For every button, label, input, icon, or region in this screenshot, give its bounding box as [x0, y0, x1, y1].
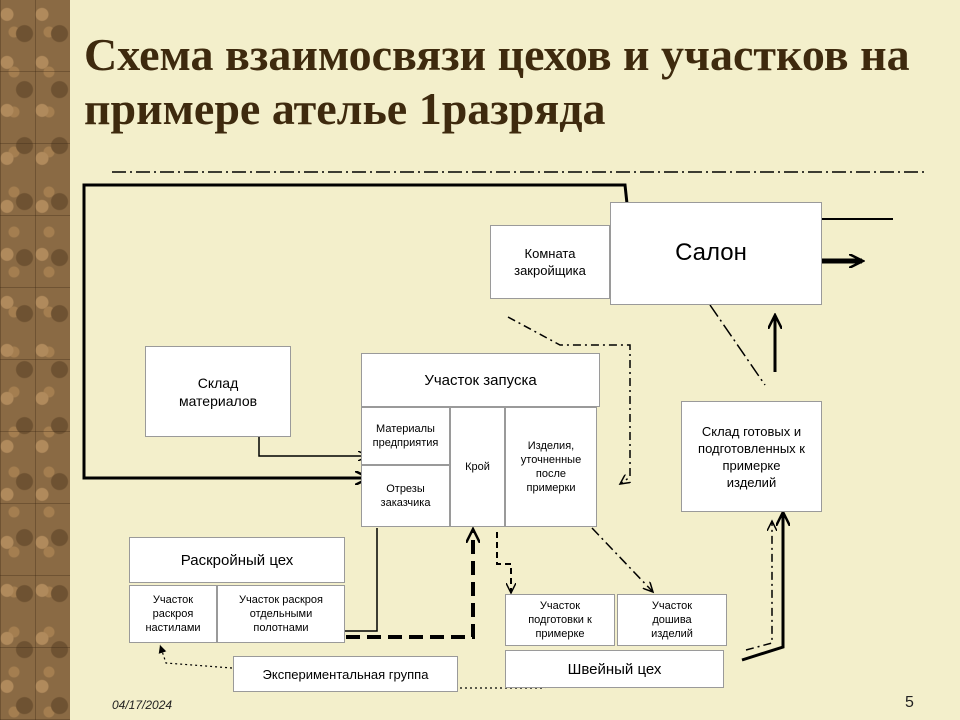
finished-warehouse-box: Склад готовых и подготовленных к примерк…: [681, 401, 822, 512]
arrow-cut-to-fitting-prep: [496, 532, 511, 593]
arrow-cutting-shop-to-cut: [346, 530, 473, 639]
arrow-experimental-to-cutting: [158, 644, 233, 669]
cutting-shop-box: Раскройный цех: [129, 537, 345, 583]
fitting-prep-box: Участок подготовки к примерке: [505, 594, 615, 646]
sewing-shop-box: Швейный цех: [505, 650, 724, 688]
footer-date: 04/17/2024: [112, 698, 173, 712]
materials-warehouse-box: Склад материалов: [145, 346, 291, 437]
experimental-group-box: Экспериментальная группа: [233, 656, 458, 692]
company-materials-box: Материалы предприятия: [361, 407, 450, 465]
single-cutting-box: Участок раскроя отдельными полотнами: [217, 585, 345, 643]
salon-box: Салон: [610, 202, 822, 305]
refined-items-box: Изделия, уточненные после примерки: [505, 407, 597, 527]
cut-box: Крой: [450, 407, 505, 527]
arrow-sewing-to-warehouse-bold: [741, 513, 783, 662]
finishing-box: Участок дошива изделий: [617, 594, 727, 646]
arrow-sewing-to-warehouse-dashed: [745, 521, 772, 651]
arrow-cuts-to-single-cutting: [332, 528, 378, 631]
line-salon-to-warehouse: [709, 304, 766, 386]
layer-cutting-box: Участок раскроя настилами: [129, 585, 217, 643]
page-number: 5: [905, 694, 914, 711]
arrow-salon-to-customer-cuts: [82, 183, 630, 478]
arrow-refined-to-finishing: [591, 527, 653, 592]
decorative-sidebar: [0, 0, 70, 720]
customer-cuts-box: Отрезы заказчика: [361, 465, 450, 527]
arrow-cutter-room-to-launch: [507, 316, 630, 484]
launch-area-box: Участок запуска: [361, 353, 600, 407]
slide-title: Схема взаимосвязи цехов и участков на пр…: [84, 29, 910, 134]
cutter-room-box: Комната закройщика: [490, 225, 610, 299]
